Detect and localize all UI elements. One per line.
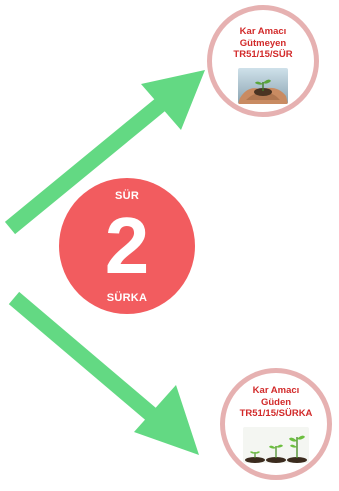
center-number: 2: [104, 201, 150, 290]
node-for-profit[interactable]: Kar Amacı Güden TR51/15/SÜRKA: [220, 368, 332, 480]
node-non-profit[interactable]: Kar Amacı Gütmeyen TR51/15/SÜR: [207, 5, 319, 117]
center-circle: SÜR 2 SÜRKA: [59, 178, 195, 314]
center-bottom-label: SÜRKA: [106, 292, 148, 304]
node-non-profit-label: Kar Amacı Gütmeyen TR51/15/SÜR: [218, 26, 308, 61]
node-non-profit-line2: Gütmeyen: [239, 37, 287, 49]
node-for-profit-line2: Güden: [260, 396, 292, 408]
node-non-profit-line1: Kar Amacı: [239, 26, 287, 37]
center-top-label: SÜR: [114, 190, 140, 202]
node-non-profit-line3: TR51/15/SÜR: [233, 49, 293, 60]
node-for-profit-line3: TR51/15/SÜRKA: [239, 408, 313, 419]
hands-holding-seedling-image: [238, 68, 288, 104]
node-for-profit-line1: Kar Amacı: [252, 385, 300, 396]
growing-seedlings-image: [243, 427, 309, 463]
node-for-profit-label: Kar Amacı Güden TR51/15/SÜRKA: [231, 385, 321, 420]
